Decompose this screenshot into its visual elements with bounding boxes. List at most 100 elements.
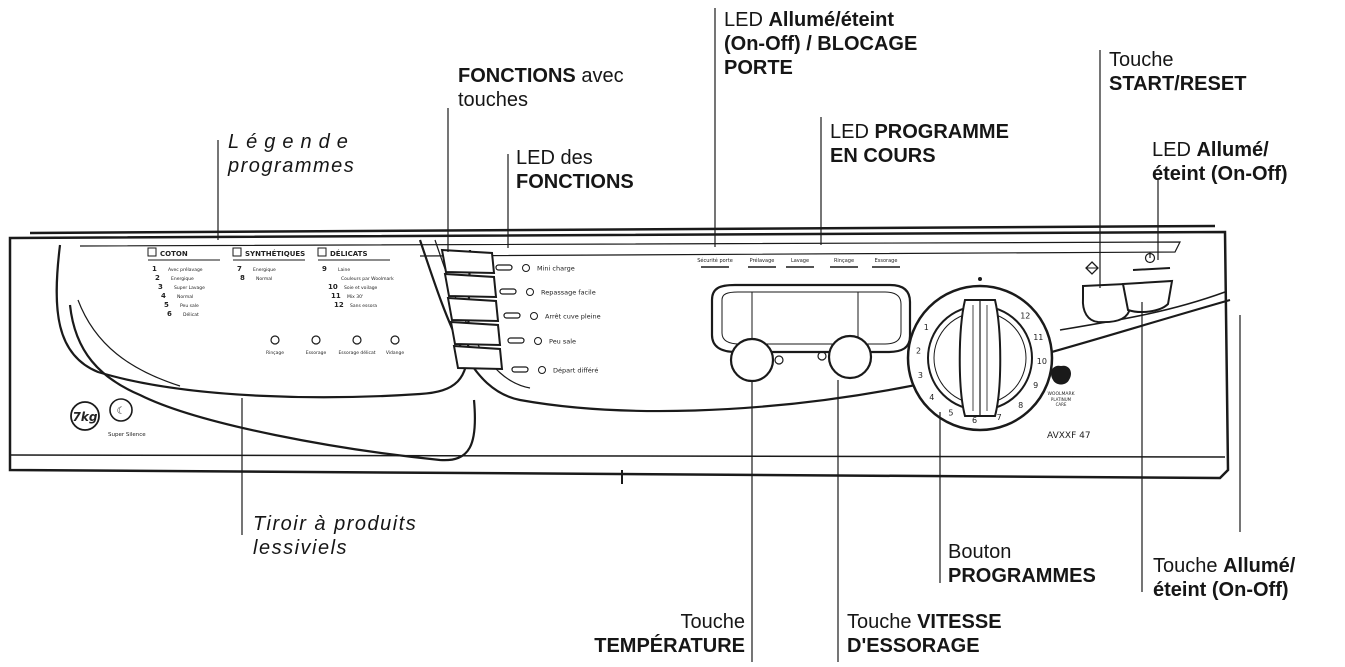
dial-number-1: 1	[924, 323, 929, 332]
function-label-5: Départ différé	[553, 367, 598, 375]
legend-coton-num-2: 3	[158, 283, 163, 291]
function-led-indicator-5	[511, 366, 529, 373]
dial-number-9: 9	[1033, 381, 1038, 390]
function-label-3: Arrêt cuve pleine	[545, 313, 601, 321]
legend-delicats-num-3: 11	[331, 292, 341, 300]
callout-led-fonctions: LED des FONCTIONS	[516, 147, 634, 193]
phase-label-1: Rinçage	[266, 350, 284, 356]
callout-legende: Légende programmes	[228, 131, 356, 177]
function-button-4[interactable]	[449, 320, 502, 347]
phase-3: Essorage délicat	[338, 335, 376, 356]
legend-synthetiques-title: SYNTHÉTIQUES	[245, 249, 305, 258]
status-led-2: Prélavage	[748, 257, 776, 268]
phase-label-4: Vidange	[386, 350, 405, 356]
function-button-5[interactable]	[452, 344, 504, 371]
callout-touche-start: Touche START/RESET	[1109, 49, 1247, 95]
function-led-indicator-4	[507, 337, 525, 344]
drawer-handle	[68, 304, 476, 462]
status-led-label-4: Rinçage	[834, 258, 854, 264]
synthetiques-icon	[232, 247, 242, 257]
delicats-icon	[317, 247, 327, 257]
temperature-button[interactable]	[729, 337, 784, 383]
right-flap-outline	[1059, 291, 1226, 331]
callout-led-blocage: LED Allumé/éteint (On-Off) / BLOCAGE POR…	[724, 9, 918, 79]
callout-touche-temperature: Touche TEMPÉRATURE	[594, 611, 745, 657]
callout-touche-vitesse: Touche VITESSE D'ESSORAGE	[847, 611, 1002, 657]
legend-delicats-row-2: Soie et voilage	[344, 285, 378, 291]
phase-icon-4	[390, 335, 400, 345]
callout-fonctions-touches: FONCTIONS avec touches	[458, 65, 624, 111]
legend-delicats-row-0: Laine	[338, 267, 350, 273]
drawer-handle-inner	[77, 299, 181, 387]
function-label-4: Peu sale	[549, 338, 576, 346]
function-icon-2	[526, 288, 534, 296]
function-led-indicator-2	[499, 288, 517, 295]
function-button-1[interactable]	[440, 248, 496, 275]
kg-badge-text: 7kg	[73, 410, 98, 424]
status-led-label-5: Essorage	[875, 258, 898, 264]
legend-coton-row-0: Avec prélavage	[168, 266, 203, 273]
panel-upper-bevel	[79, 241, 1181, 257]
dial-number-7: 7	[997, 413, 1002, 422]
dial-number-8: 8	[1018, 401, 1023, 410]
phase-label-3: Essorage délicat	[338, 349, 375, 356]
model-label: AVXXF 47	[1047, 431, 1091, 441]
phase-2: Essorage	[306, 335, 327, 356]
function-led-indicator-1	[495, 264, 513, 271]
function-label-2: Repassage facile	[541, 289, 596, 297]
woolmark-line-3: CARE	[1056, 402, 1067, 407]
legend-coton-num-5: 6	[167, 310, 172, 318]
super-silence-badge: ☾ Super Silence	[108, 398, 146, 438]
phase-label-2: Essorage	[306, 350, 327, 356]
function-icon-3	[530, 312, 538, 320]
start-reset-button[interactable]	[1081, 261, 1132, 324]
woolmark-icon	[1050, 365, 1072, 385]
legend-delicats-num-4: 12	[334, 301, 344, 309]
legend-delicats-row-1: Couleurs par Woolmark	[341, 276, 394, 282]
function-icon-1	[522, 264, 530, 272]
phase-1: Rinçage	[266, 335, 284, 356]
legend-coton-num-3: 4	[161, 292, 166, 300]
dial-number-4: 4	[929, 393, 934, 402]
function-led-4: Peu sale	[507, 337, 576, 346]
legend-coton-row-5: Délicat	[183, 311, 199, 318]
woolmark-logo: WOOLMARK PLATINUM CARE	[1047, 365, 1076, 407]
legend-delicats-num-2: 10	[328, 283, 338, 291]
function-button-3[interactable]	[446, 296, 500, 323]
control-panel	[8, 224, 1231, 484]
phase-4: Vidange	[386, 335, 405, 356]
legend-synthetiques-num-0: 7	[237, 265, 242, 273]
legend-coton-row-1: Energique	[171, 276, 194, 282]
callout-led-onoff: LED Allumé/ éteint (On-Off)	[1152, 139, 1288, 185]
on-off-button[interactable]	[1121, 252, 1174, 313]
callout-tiroir: Tiroir à produits lessiviels	[253, 513, 418, 559]
panel-base-line	[9, 454, 1226, 458]
legend-delicats-title: DÉLICATS	[330, 249, 368, 258]
function-led-1: Mini charge	[495, 264, 575, 273]
spin-speed-button[interactable]	[817, 334, 873, 380]
legend-coton-num-0: 1	[152, 265, 157, 273]
panel-top-edge	[29, 224, 1216, 235]
function-led-3: Arrêt cuve pleine	[503, 312, 601, 321]
drawer-outline	[55, 244, 472, 399]
function-led-2: Repassage facile	[499, 288, 596, 297]
phase-icon-1	[270, 335, 280, 345]
kg-badge: 7kg	[70, 401, 100, 431]
function-label-1: Mini charge	[537, 265, 575, 273]
legend-coton-title: COTON	[160, 250, 188, 258]
panel-outline	[8, 230, 1230, 480]
function-button-2[interactable]	[443, 272, 498, 299]
phase-icons: Rinçage Essorage Essorage délicat Vidange	[266, 335, 405, 356]
dial-number-5: 5	[948, 409, 953, 418]
legend-delicats-row-3: Mix 30'	[347, 294, 363, 300]
function-led-5: Départ différé	[511, 366, 598, 375]
display-window	[710, 283, 912, 354]
function-buttons	[440, 248, 504, 371]
coton-icon	[147, 247, 157, 257]
